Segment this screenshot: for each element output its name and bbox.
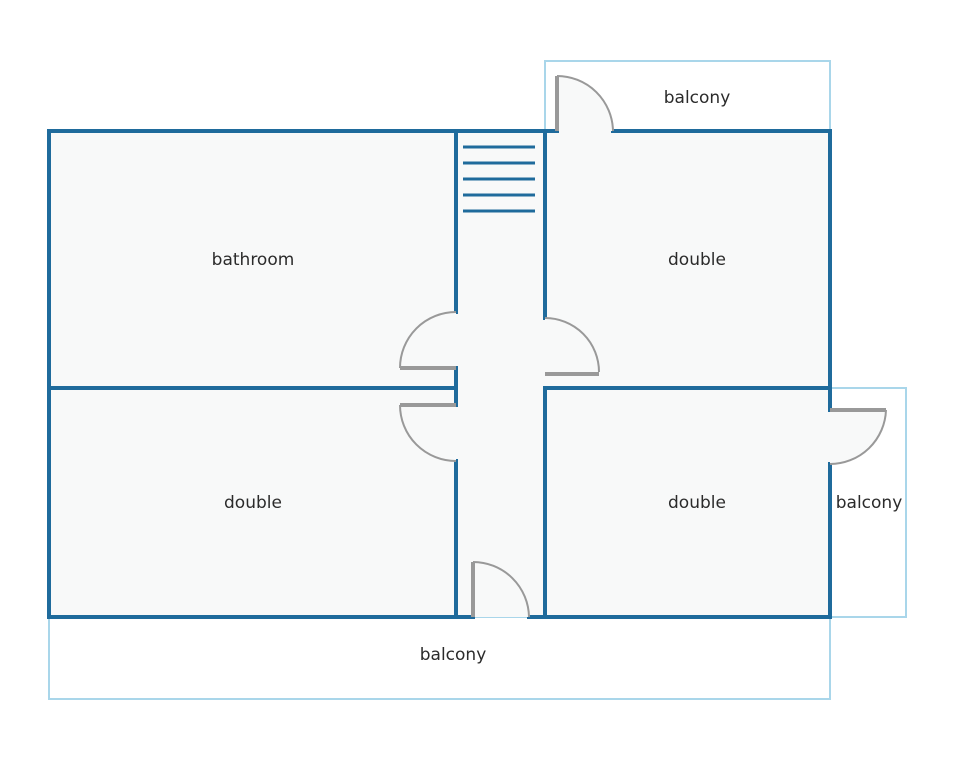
door-icon[interactable] <box>555 75 614 132</box>
doors <box>399 75 887 618</box>
room-label-double-bottom-left: double <box>224 493 282 513</box>
balcony-label-bottom: balcony <box>420 645 487 665</box>
floor-area <box>49 131 830 617</box>
door-icon[interactable] <box>471 561 530 618</box>
room-label-double-bottom-right: double <box>668 493 726 513</box>
room-label-double-top-right: double <box>668 250 726 270</box>
door-icon[interactable] <box>544 317 600 376</box>
door-icon[interactable] <box>399 403 457 462</box>
door-icon[interactable] <box>399 311 457 370</box>
balcony-label-top: balcony <box>664 88 731 108</box>
stairs-icon <box>463 145 535 213</box>
walls <box>47 129 832 619</box>
door-icon[interactable] <box>829 408 887 465</box>
room-label-bathroom: bathroom <box>212 250 295 270</box>
balcony-label-right: balcony <box>836 493 903 513</box>
